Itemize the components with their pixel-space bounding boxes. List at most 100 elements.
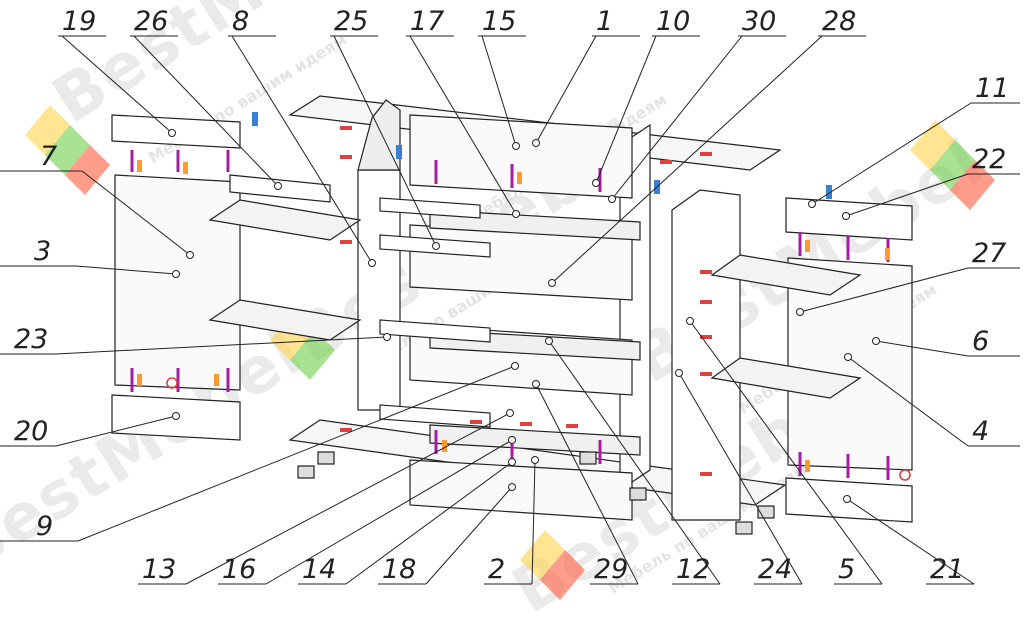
left-door bbox=[114, 174, 241, 391]
left-inner-panel-edge bbox=[357, 99, 401, 171]
callout-target-dot bbox=[508, 436, 516, 444]
callout-target-dot bbox=[608, 195, 616, 203]
callout-leader-line bbox=[689, 320, 883, 585]
callout-number: 13 bbox=[142, 554, 176, 585]
callout-number: 9 bbox=[36, 511, 53, 542]
leader-lines bbox=[0, 35, 1020, 585]
callout-leader-line bbox=[531, 459, 536, 585]
callout-leader-line bbox=[548, 340, 721, 585]
foot bbox=[317, 451, 335, 465]
logo-tile bbox=[910, 120, 995, 210]
callout-number: 21 bbox=[930, 554, 964, 585]
callout-leader-line bbox=[678, 372, 803, 585]
callout-leader-line bbox=[61, 35, 173, 134]
callout-leader-line bbox=[81, 170, 191, 256]
handle bbox=[379, 404, 491, 428]
callout-leader-line bbox=[55, 336, 388, 355]
logo-tile bbox=[520, 530, 585, 600]
callout-leader-line bbox=[847, 356, 969, 447]
callout-leader-line bbox=[535, 383, 639, 585]
callout-number: 5 bbox=[838, 554, 855, 585]
callout-number: 7 bbox=[40, 141, 57, 172]
callout-target-dot bbox=[512, 142, 520, 150]
callout-leader-line bbox=[409, 35, 517, 215]
callout-target-dot bbox=[844, 353, 852, 361]
callout-leader-line bbox=[845, 173, 969, 217]
callout-leader-line bbox=[265, 439, 513, 585]
callout-target-dot bbox=[383, 333, 391, 341]
callout-number: 14 bbox=[302, 554, 336, 585]
callout-target-dot bbox=[508, 458, 516, 466]
callout-target-dot bbox=[432, 242, 440, 250]
right-shelf bbox=[710, 254, 862, 296]
foot bbox=[579, 451, 597, 465]
callout-number: 15 bbox=[482, 6, 516, 37]
callout-target-dot bbox=[168, 129, 176, 137]
callout-leader-line bbox=[875, 340, 969, 357]
callout-target-dot bbox=[531, 456, 539, 464]
callout-target-dot bbox=[368, 259, 376, 267]
callout-leader-line bbox=[846, 498, 975, 585]
callout-number: 10 bbox=[656, 6, 690, 37]
callout-number: 11 bbox=[975, 73, 1009, 104]
callout-leader-line bbox=[551, 35, 823, 284]
callout-number: 12 bbox=[676, 554, 710, 585]
left-shelf bbox=[208, 199, 362, 241]
callout-target-dot bbox=[512, 210, 520, 218]
callout-target-dot bbox=[511, 362, 519, 370]
callout-number: 16 bbox=[222, 554, 256, 585]
right-top-rail bbox=[785, 197, 913, 241]
callout-number: 28 bbox=[822, 6, 856, 37]
callout-leader-line bbox=[185, 412, 511, 585]
callout-leader-line bbox=[75, 265, 177, 275]
callout-target-dot bbox=[506, 409, 514, 417]
right-panel bbox=[671, 189, 741, 521]
callout-number: 26 bbox=[134, 6, 168, 37]
logo-tile bbox=[25, 105, 110, 195]
callout-number: 4 bbox=[972, 416, 989, 447]
callout-leader-line bbox=[425, 486, 513, 585]
callout-target-dot bbox=[592, 179, 600, 187]
callout-target-dot bbox=[808, 200, 816, 208]
callout-target-dot bbox=[842, 212, 850, 220]
left-top-rail bbox=[111, 114, 241, 149]
callout-number: 27 bbox=[972, 238, 1006, 269]
callout-number: 25 bbox=[334, 6, 368, 37]
right-door bbox=[787, 257, 913, 471]
callout-number: 22 bbox=[972, 144, 1006, 175]
callout-target-dot bbox=[872, 337, 880, 345]
callout-number: 20 bbox=[14, 416, 48, 447]
callout-number: 17 bbox=[410, 6, 444, 37]
exploded-view: 1926825171511030281122732723642091316141… bbox=[0, 6, 1020, 600]
callout-target-dot bbox=[796, 308, 804, 316]
callout-number: 1 bbox=[596, 6, 613, 37]
drawer-box bbox=[429, 424, 641, 456]
callout-number: 2 bbox=[488, 554, 505, 585]
callout-number: 23 bbox=[14, 324, 48, 355]
callout-target-dot bbox=[545, 337, 553, 345]
callout-number: 3 bbox=[34, 236, 51, 267]
callout-number: 19 bbox=[62, 6, 96, 37]
foot bbox=[629, 487, 647, 501]
callout-target-dot bbox=[186, 251, 194, 259]
callout-target-dot bbox=[172, 270, 180, 278]
callout-number: 8 bbox=[232, 6, 249, 37]
foot bbox=[297, 465, 315, 479]
callout-number: 6 bbox=[972, 326, 989, 357]
left-shelf bbox=[208, 299, 362, 341]
callout-target-dot bbox=[843, 495, 851, 503]
callout-target-dot bbox=[675, 369, 683, 377]
callout-leader-line bbox=[231, 35, 373, 264]
handle bbox=[379, 319, 491, 343]
callout-leader-line bbox=[811, 102, 972, 205]
drawer-box bbox=[429, 209, 641, 241]
callout-leader-line bbox=[595, 35, 657, 184]
callout-leader-line bbox=[345, 461, 513, 585]
callout-target-dot bbox=[508, 483, 516, 491]
callout-leader-line bbox=[77, 365, 516, 542]
callout-leader-line bbox=[611, 35, 743, 200]
callout-target-dot bbox=[532, 139, 540, 147]
callout-leader-line bbox=[535, 35, 597, 144]
foot bbox=[735, 521, 753, 535]
